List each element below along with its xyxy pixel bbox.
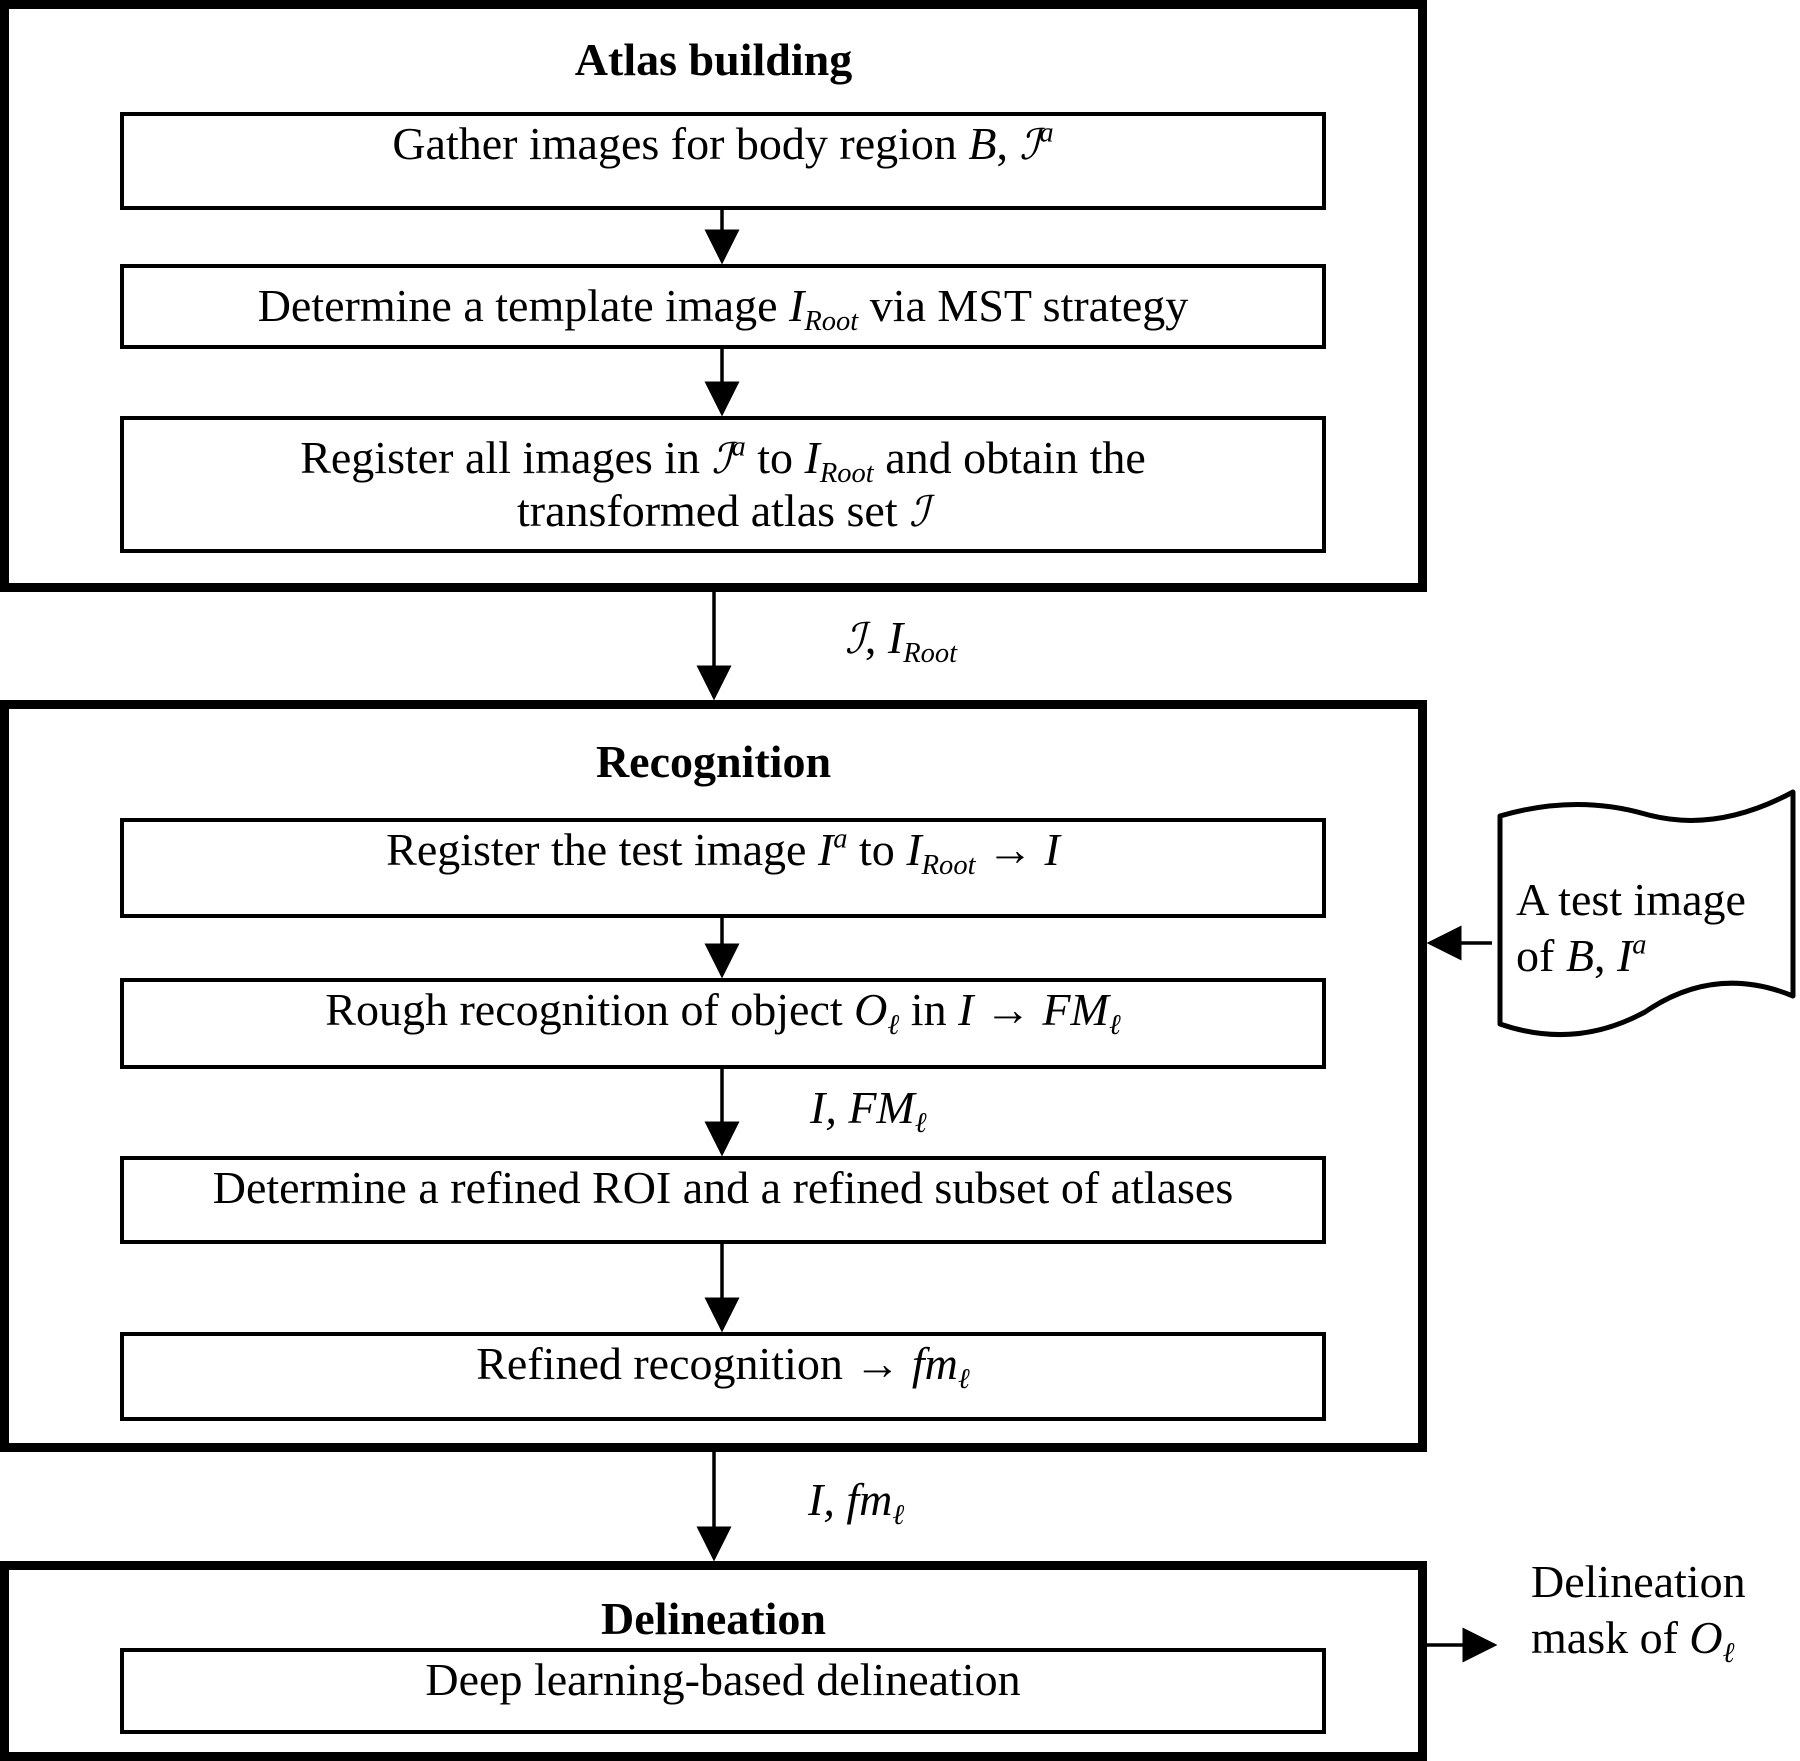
recognition-to-delineation-label: I, fmℓ	[808, 1474, 905, 1532]
test-image-document-shape	[1497, 789, 1796, 1038]
deep-learning-delineation-step: Deep learning-based delineation	[120, 1648, 1326, 1734]
rough-to-refined-label: I, FMℓ	[810, 1082, 927, 1140]
template-image-step: Determine a template image IRoot via MST…	[120, 264, 1326, 349]
refined-recognition-step: Refined recognition → fmℓ	[120, 1332, 1326, 1421]
test-image-text: A test image of B, Ia	[1516, 874, 1746, 982]
atlas-to-recognition-label: ℐ, IRoot	[845, 612, 958, 670]
gather-images-step: Gather images for body region B, ℐa	[120, 112, 1326, 210]
recognition-title: Recognition	[595, 736, 832, 787]
delineation-title: Delineation	[601, 1593, 826, 1644]
register-atlas-step: Register all images in ℐa to IRoot and o…	[120, 416, 1326, 553]
refined-roi-step: Determine a refined ROI and a refined su…	[120, 1156, 1326, 1244]
rough-recognition-step: Rough recognition of object Oℓ in I → FM…	[120, 978, 1326, 1069]
atlas-building-title: Atlas building	[574, 34, 853, 85]
register-test-image-step: Register the test image Ia to IRoot → I	[120, 818, 1326, 918]
delineation-mask-output: Delineation mask of Oℓ	[1531, 1556, 1746, 1670]
